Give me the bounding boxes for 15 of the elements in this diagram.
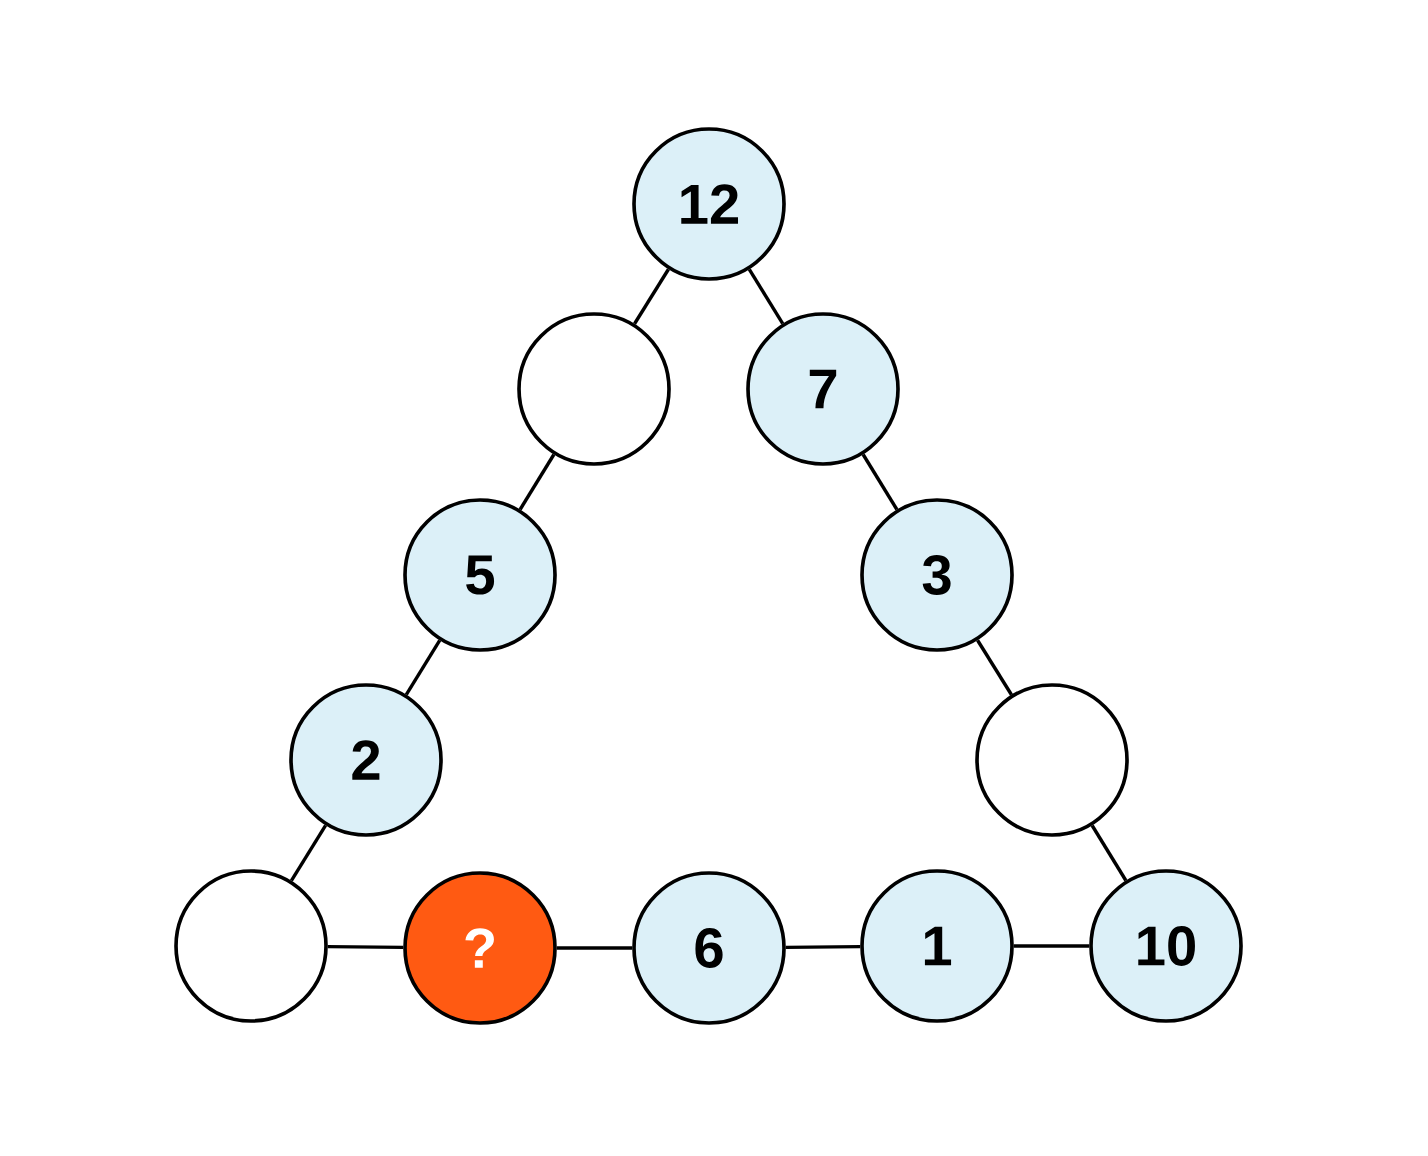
connector-line: [518, 453, 556, 511]
connector-line: [861, 453, 899, 511]
connector-line: [1090, 824, 1128, 882]
connector-line: [747, 268, 785, 325]
empty-circle: [174, 869, 328, 1023]
connector-line: [1013, 944, 1090, 948]
connector-line: [556, 946, 633, 950]
connector-line: [785, 945, 861, 949]
empty-circle: [975, 683, 1129, 837]
connector-line: [327, 945, 404, 949]
connector-line: [976, 639, 1013, 696]
connector-line: [633, 268, 670, 325]
empty-circle: [517, 312, 671, 466]
connector-line: [289, 824, 328, 882]
connector-line: [404, 639, 442, 696]
